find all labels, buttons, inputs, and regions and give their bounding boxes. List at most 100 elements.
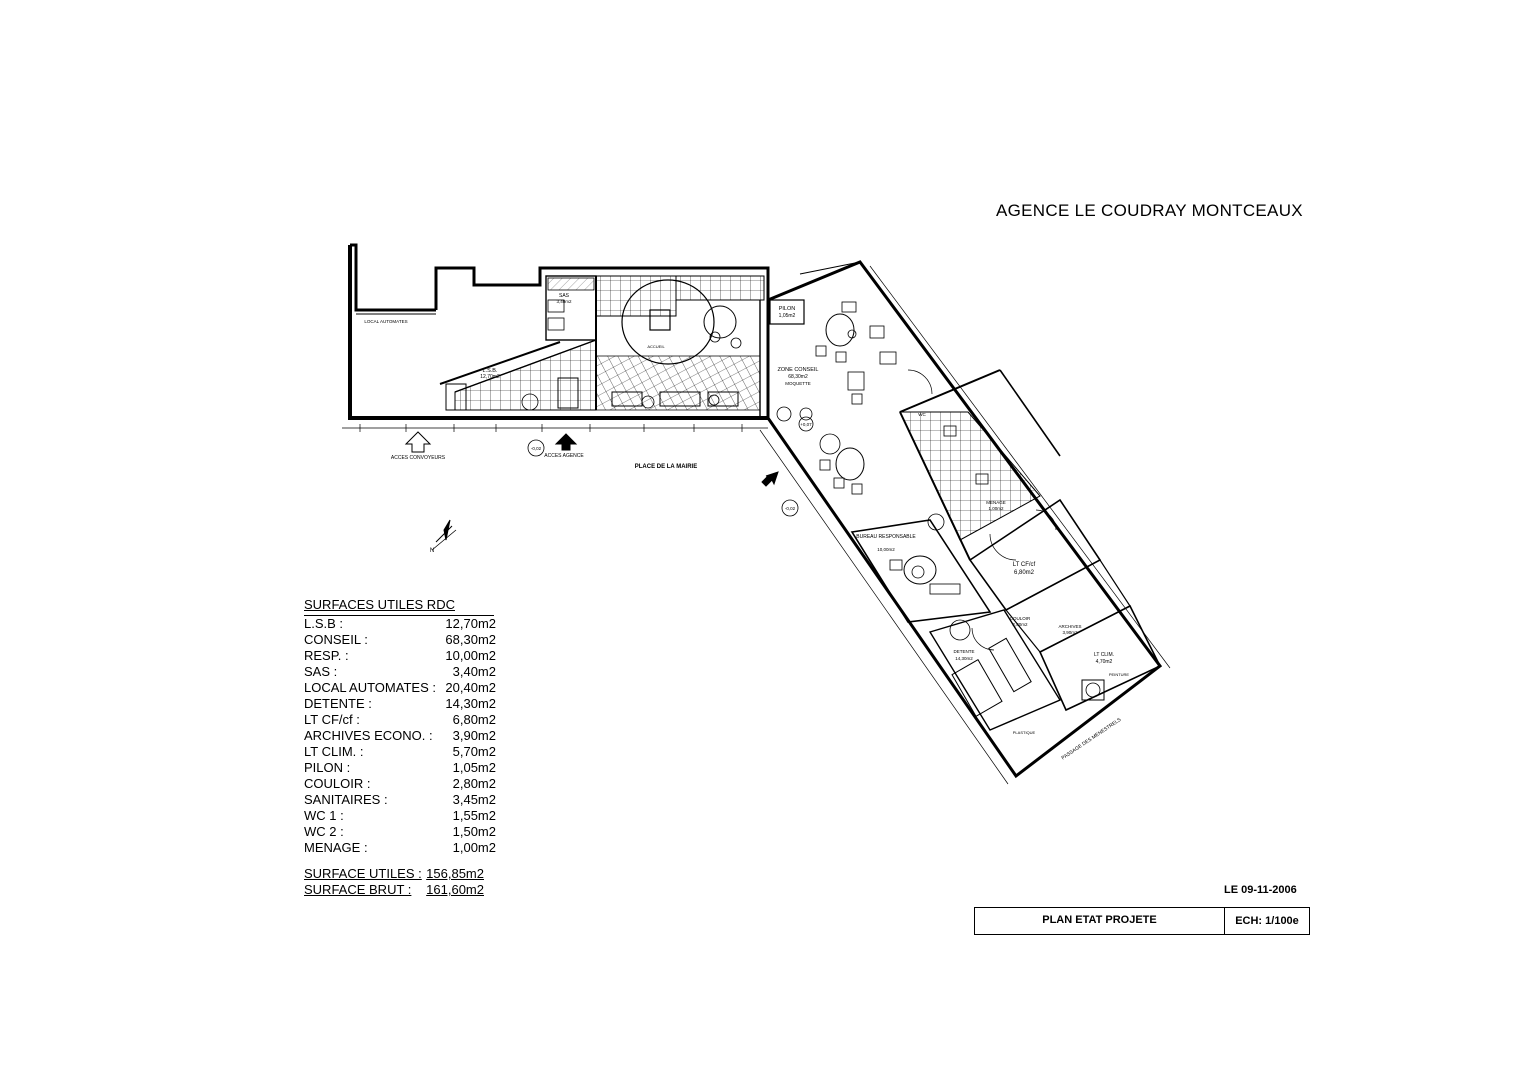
label-place-de-la-mairie: PLACE DE LA MAIRIE [635,464,697,470]
label-archives-area: 3,90m2 [1062,630,1078,635]
surface-row: RESP. : 10,00m2 [304,648,496,664]
total-brut-value: 161,60m2 [426,882,484,897]
surface-value: 14,30m2 [445,696,496,711]
surface-value: 3,45m2 [452,792,496,807]
label-plastique: PLASTIQUE [1013,730,1036,735]
label-pilon-area: 1,05m2 [779,313,796,319]
surface-label: MENAGE : [304,840,368,855]
label-lt-cfcf: LT CF/cf [1013,562,1036,568]
surface-label: L.S.B : [304,616,344,631]
label-lt-cfcf-area: 6,80m2 [1014,570,1035,576]
total-brut-label: SURFACE BRUT : [304,882,412,897]
surface-label: DETENTE : [304,696,372,711]
label-accueil: ACCUEIL [647,344,665,349]
label-north: N [430,548,434,554]
total-brut-row: SURFACE BRUT : 161,60m2 [304,882,484,898]
surface-label: CONSEIL : [304,632,368,647]
surface-row: LOCAL AUTOMATES : 20,40m2 [304,680,496,696]
surfaces-totals: SURFACE UTILES : 156,85m2 SURFACE BRUT :… [304,866,484,898]
label-bureau: BUREAU RESPONSABLE [856,534,916,540]
label-level-3: +0,07 [800,422,812,427]
total-utiles-label: SURFACE UTILES : [304,866,422,881]
label-menage-area: 1,00m2 [988,506,1004,511]
surface-label: ARCHIVES ECONO. : [304,728,433,743]
surface-value: 5,70m2 [452,744,496,759]
surface-row: COULOIR : 2,80m2 [304,776,496,792]
label-pilon: PILON [779,306,796,312]
surface-value: 1,55m2 [452,808,496,823]
label-archives: ARCHIVES [1058,624,1081,629]
label-couloir-area: 2,80m2 [1012,622,1028,627]
surface-row: SAS : 3,40m2 [304,664,496,680]
surface-label: WC 2 : [304,824,344,839]
surface-label: SANITAIRES : [304,792,388,807]
surface-label: COULOIR : [304,776,371,791]
surface-row: LT CLIM. : 5,70m2 [304,744,496,760]
surface-value: 1,50m2 [452,824,496,839]
surface-label: LT CLIM. : [304,744,364,759]
label-lsb: L.S.B. [483,368,498,374]
label-peinture: PEINTURE [1109,672,1130,677]
surface-row: PILON : 1,05m2 [304,760,496,776]
label-lt-clim: LT CLIM. [1094,652,1114,658]
label-lsb-area: 12,70m2 [480,374,500,380]
label-sas-area: 3,40m2 [556,299,572,304]
surface-row: L.S.B : 12,70m2 [304,616,496,632]
label-sas: SAS [559,293,570,299]
label-local-automates: LOCAL AUTOMATES [364,319,407,324]
surface-label: WC 1 : [304,808,344,823]
label-moquette: MOQUETTE [785,381,811,386]
label-menage: MENAGE [986,500,1006,505]
page-title: AGENCE LE COUDRAY MONTCEAUX [996,201,1303,220]
surfaces-heading: SURFACES UTILES RDC [304,597,455,612]
surface-value: 3,90m2 [452,728,496,743]
surface-value: 6,80m2 [452,712,496,727]
surface-label: LT CF/cf : [304,712,360,727]
surface-row: SANITAIRES : 3,45m2 [304,792,496,808]
surface-label: PILON : [304,760,351,775]
surface-value: 1,00m2 [452,840,496,855]
surface-value: 3,40m2 [452,664,496,679]
label-bureau-area: 10,00m2 [877,547,895,552]
label-couloir: COULOIR [1010,616,1031,621]
label-level-2: -0,02 [785,506,796,511]
surface-value: 68,30m2 [445,632,496,647]
north-arrow [431,519,457,551]
label-acces-convoyeurs: ACCES CONVOYEURS [391,455,446,461]
label-wc: WC [918,412,926,417]
label-zone-conseil: ZONE CONSEIL [778,367,819,373]
left-wing [342,243,770,457]
surface-row: CONSEIL : 68,30m2 [304,632,496,648]
total-utiles-value: 156,85m2 [426,866,484,881]
title-block: PLAN ETAT PROJETE ECH: 1/100e [974,907,1310,935]
surface-value: 2,80m2 [452,776,496,791]
surface-value: 1,05m2 [452,760,496,775]
label-level-1: -0,02 [531,446,542,451]
label-lt-clim-area: 4,70m2 [1096,659,1113,665]
surface-row: WC 2 : 1,50m2 [304,824,496,840]
label-detente: DETENTE [953,649,974,654]
surface-label: SAS : [304,664,338,679]
label-zone-conseil-area: 68,30m2 [788,374,808,380]
surface-row: ARCHIVES ECONO. : 3,90m2 [304,728,496,744]
surface-value: 20,40m2 [445,680,496,695]
surface-label: RESP. : [304,648,349,663]
plan-state-title: PLAN ETAT PROJETE [975,908,1225,934]
label-passage: PASSAGE DES MENESTRELS [1061,717,1123,762]
plan-scale: ECH: 1/100e [1235,915,1299,927]
surface-row: LT CF/cf : 6,80m2 [304,712,496,728]
surface-row: DETENTE : 14,30m2 [304,696,496,712]
surface-value: 10,00m2 [445,648,496,663]
surface-row: WC 1 : 1,55m2 [304,808,496,824]
label-acces-agence: ACCES AGENCE [544,453,584,459]
plan-date: LE 09-11-2006 [1224,884,1297,896]
total-utiles-row: SURFACE UTILES : 156,85m2 [304,866,484,882]
table-rule [304,615,494,616]
label-detente-area: 14,30m2 [955,656,973,661]
surface-row: MENAGE : 1,00m2 [304,840,496,856]
surface-label: LOCAL AUTOMATES : [304,680,436,695]
surface-value: 12,70m2 [445,616,496,631]
right-wing [759,260,1171,785]
